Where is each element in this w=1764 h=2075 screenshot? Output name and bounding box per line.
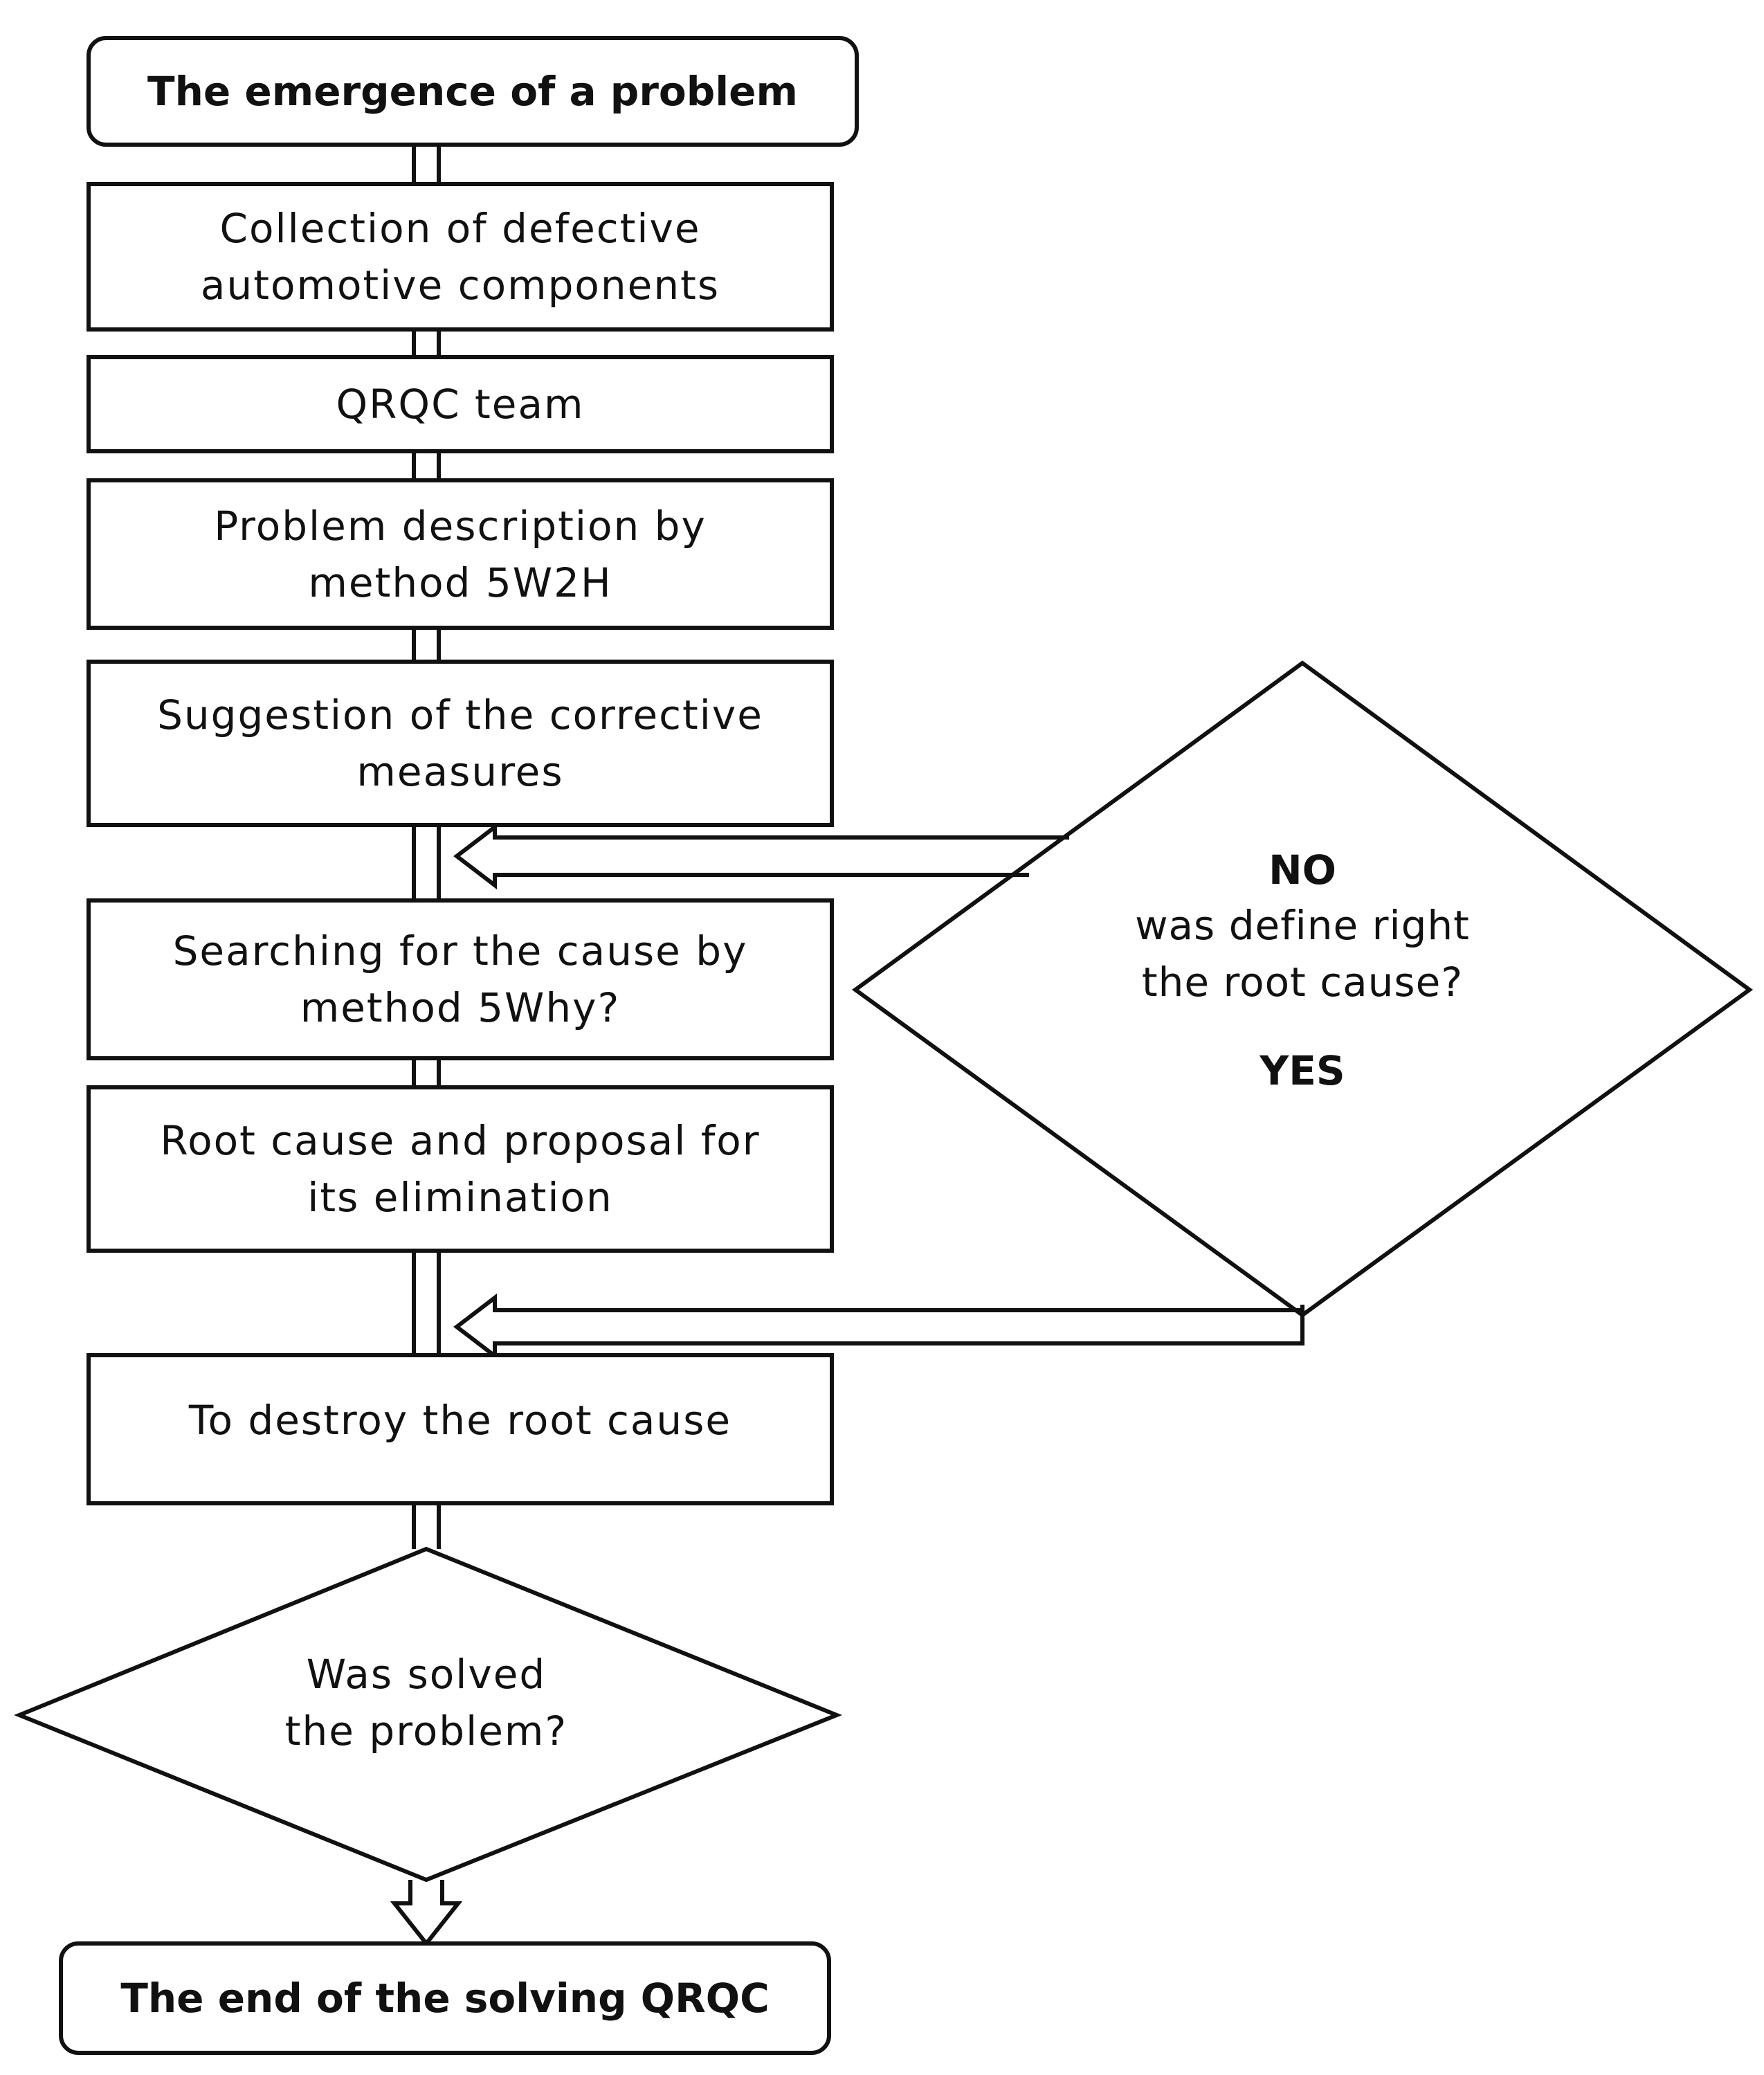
decision-solved-question: Was solved the problem? (284, 1651, 568, 1755)
step-destroy-root-cause: To destroy the root cause (87, 1353, 834, 1505)
step-collection-label: Collection of defective automotive compo… (200, 205, 720, 309)
step-qrqc-team-label: QRQC team (336, 381, 585, 428)
connector-start-to-step1 (412, 145, 441, 183)
start-label: The emergence of a problem (147, 68, 798, 115)
end-terminal: The end of the solving QRQC (59, 1941, 831, 2055)
connector-step5-to-step6 (412, 1059, 441, 1087)
step-collection: Collection of defective automotive compo… (87, 182, 834, 332)
step-destroy-root-cause-label: To destroy the root cause (188, 1397, 732, 1444)
decision-yes-label: YES (1260, 1047, 1345, 1094)
end-label: The end of the solving QRQC (120, 1975, 770, 2022)
connector-step6-to-step7 (412, 1251, 441, 1354)
step-corrective-measures: Suggestion of the corrective measures (87, 660, 834, 827)
connector-step7-to-decision (412, 1504, 441, 1549)
step-corrective-measures-label: Suggestion of the corrective measures (157, 691, 763, 795)
connector-step2-to-step3 (412, 452, 441, 480)
connector-step3-to-step4 (412, 628, 441, 661)
decision-diamond-root-cause (851, 660, 1754, 1318)
decision-no-label: NO (1269, 846, 1336, 894)
connector-step4-to-step5 (412, 826, 441, 900)
step-root-cause-proposal-label: Root cause and proposal for its eliminat… (160, 1117, 761, 1221)
step-searching-cause: Searching for the cause by method 5Why? (87, 898, 834, 1060)
yes-arrow (453, 1293, 1304, 1361)
start-terminal: The emergence of a problem (87, 36, 859, 147)
step-searching-cause-label: Searching for the cause by method 5Why? (172, 927, 748, 1031)
step-qrqc-team: QRQC team (87, 355, 834, 453)
decision-root-cause-question: was define right the root cause? (1135, 902, 1470, 1006)
arrow-to-end (390, 1880, 463, 1947)
no-feedback-arrow (453, 822, 1069, 890)
step-problem-description: Problem description by method 5W2H (87, 478, 834, 630)
step-root-cause-proposal: Root cause and proposal for its eliminat… (87, 1085, 834, 1253)
decision-diamond-solved (14, 1546, 843, 1883)
connector-step1-to-step2 (412, 330, 441, 356)
step-problem-description-label: Problem description by method 5W2H (214, 502, 707, 606)
